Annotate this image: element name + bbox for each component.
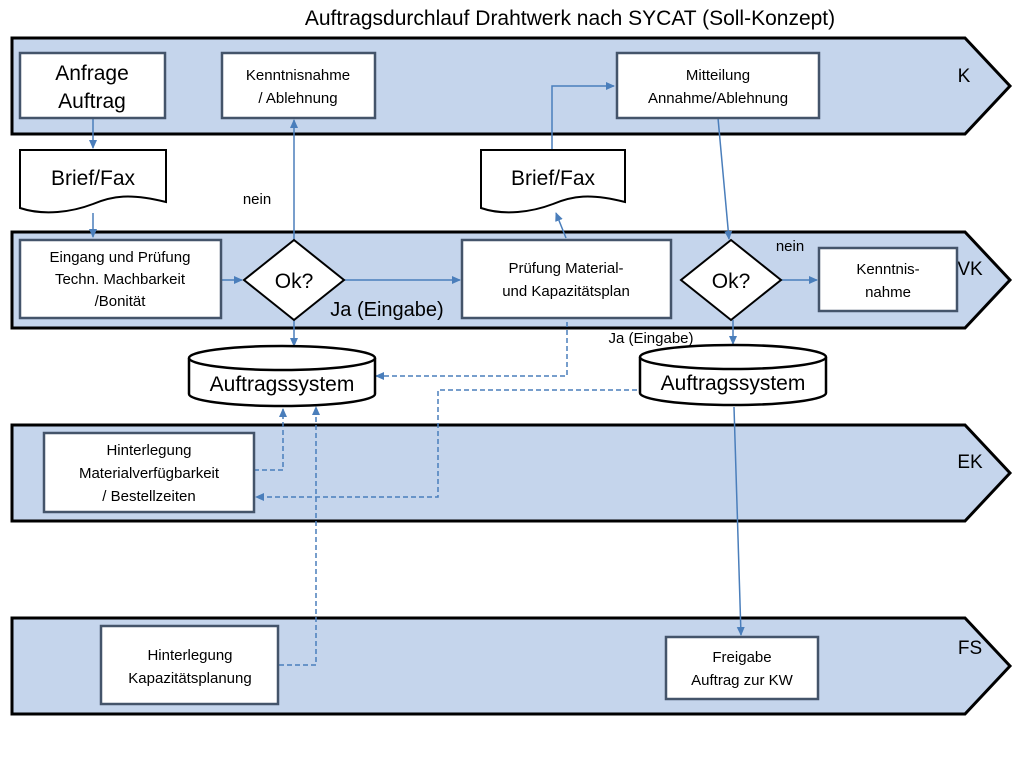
decision-ok-1: Ok? <box>242 238 346 322</box>
box-hinterlegung-kapazitaet-line2: Kapazitätsplanung <box>128 670 251 687</box>
db-auftragssystem-2-label: Auftragssystem <box>661 372 806 395</box>
label-nein-1: nein <box>243 191 271 208</box>
box-hinterlegung-material-line2: Materialverfügbarkeit <box>79 465 220 482</box>
box-hinterlegung-kapazitaet: Hinterlegung Kapazitätsplanung <box>99 624 280 706</box>
box-kenntnisnahme-line2: nahme <box>865 284 911 301</box>
box-anfrage-line2: Auftrag <box>58 90 126 113</box>
box-freigabe: Freigabe Auftrag zur KW <box>664 635 820 701</box>
lane-label-fs: FS <box>958 638 982 659</box>
box-kenntnisnahme: Kenntnis- nahme <box>817 246 959 313</box>
box-eingang-pruefung: Eingang und Prüfung Techn. Machbarkeit /… <box>18 238 223 320</box>
lane-label-ek: EK <box>957 452 983 473</box>
decision-ok-2: Ok? <box>679 238 783 322</box>
box-kenntnisnahme-line1: Kenntnis- <box>856 261 919 278</box>
doc-brief-fax-2-label: Brief/Fax <box>511 167 596 190</box>
decision-ok-1-label: Ok? <box>275 270 314 293</box>
lane-label-k: K <box>958 66 971 87</box>
box-anfrage-auftrag: Anfrage Auftrag <box>18 51 167 120</box>
box-hinterlegung-material-line1: Hinterlegung <box>106 442 191 459</box>
box-kenntnisnahme-ablehnung-line2: / Ablehnung <box>258 90 337 107</box>
label-ja-eingabe-1: Ja (Eingabe) <box>330 299 443 321</box>
db-auftragssystem-2: Auftragssystem <box>638 343 828 407</box>
box-freigabe-line2: Auftrag zur KW <box>691 672 794 689</box>
box-mitteilung: Mitteilung Annahme/Ablehnung <box>615 51 821 120</box>
db-auftragssystem-1-label: Auftragssystem <box>210 373 355 396</box>
box-mitteilung-line1: Mitteilung <box>686 67 750 84</box>
data-links <box>254 322 637 666</box>
label-ja-eingabe-2: Ja (Eingabe) <box>608 330 693 347</box>
diagram-title: Auftragsdurchlauf Drahtwerk nach SYCAT (… <box>305 7 835 30</box>
flow-arrows <box>89 82 818 636</box>
box-pruefung-line2: und Kapazitätsplan <box>502 283 630 300</box>
box-freigabe-line1: Freigabe <box>712 649 771 666</box>
doc-brief-fax-1-label: Brief/Fax <box>51 167 136 190</box>
box-kenntnisnahme-ablehnung-line1: Kenntnisnahme <box>246 67 350 84</box>
box-eingang-line3: /Bonität <box>95 293 147 310</box>
box-kenntnisnahme-ablehnung: Kenntnisnahme / Ablehnung <box>220 51 377 120</box>
box-eingang-line2: Techn. Machbarkeit <box>55 271 186 288</box>
doc-brief-fax-1: Brief/Fax <box>19 149 167 214</box>
box-pruefung-material: Prüfung Material- und Kapazitätsplan <box>460 238 673 320</box>
box-mitteilung-line2: Annahme/Ablehnung <box>648 90 788 107</box>
box-anfrage-line1: Anfrage <box>55 62 129 85</box>
lane-label-vk: VK <box>957 259 983 280</box>
box-hinterlegung-material: Hinterlegung Materialverfügbarkeit / Bes… <box>42 431 256 514</box>
box-eingang-line1: Eingang und Prüfung <box>50 249 191 266</box>
box-hinterlegung-material-line3: / Bestellzeiten <box>102 488 195 505</box>
doc-brief-fax-2: Brief/Fax <box>480 149 626 214</box>
box-pruefung-line1: Prüfung Material- <box>508 260 623 277</box>
label-nein-2: nein <box>776 238 804 255</box>
db-auftragssystem-1: Auftragssystem <box>187 344 377 408</box>
box-hinterlegung-kapazitaet-line1: Hinterlegung <box>147 647 232 664</box>
decision-ok-2-label: Ok? <box>712 270 751 293</box>
